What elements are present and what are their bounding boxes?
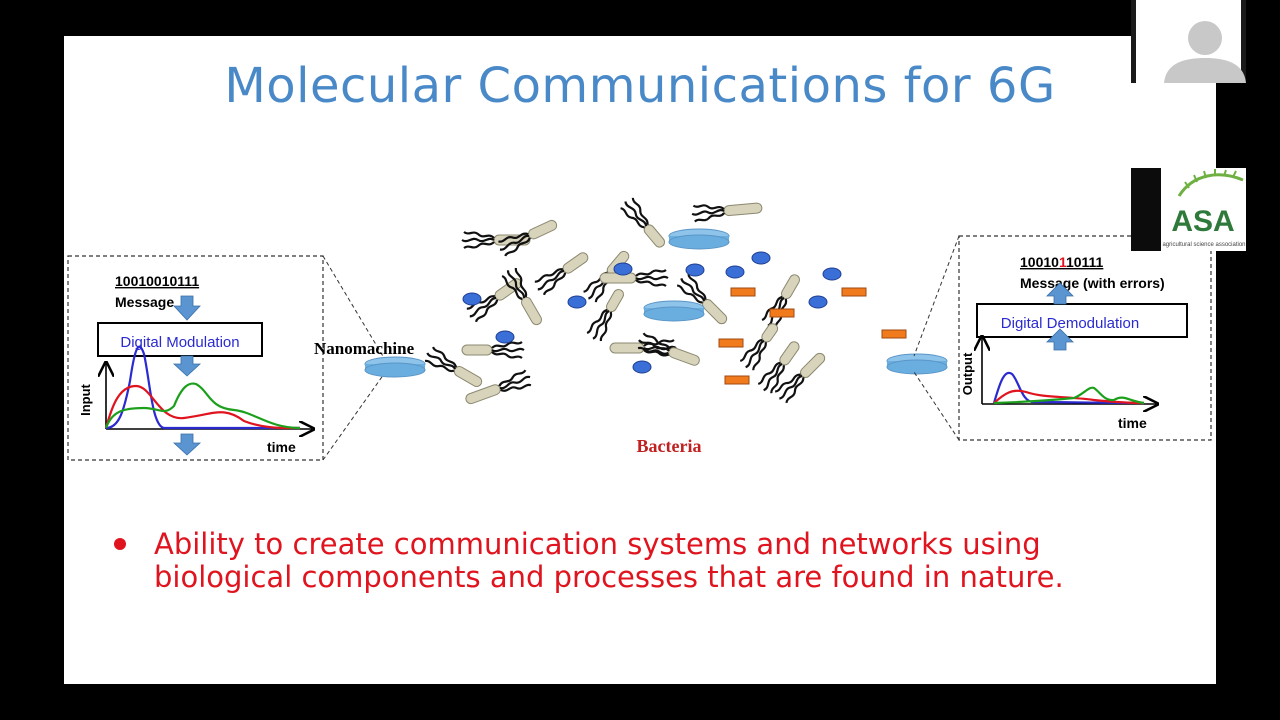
- bacterium-icon: [466, 278, 522, 323]
- receiver-panel: 10010110111 Message (with errors) Digita…: [958, 235, 1212, 441]
- bacterium-icon: [534, 252, 589, 296]
- bacterium-icon: [761, 274, 800, 329]
- molecule-icon: [751, 251, 771, 265]
- output-axis-label: Output: [960, 352, 975, 395]
- molecule-icon: [718, 338, 744, 348]
- nanomachine-label: Nanomachine: [314, 339, 415, 358]
- digital-modulation-label: Digital Modulation: [120, 334, 239, 351]
- bacteria-cluster: [424, 197, 907, 405]
- digital-demodulation-label: Digital Demodulation: [1001, 315, 1139, 332]
- transmitter-bits: 10010010111: [115, 273, 199, 289]
- presentation-slide: Molecular Communications for 6G 10010010…: [64, 36, 1216, 684]
- molecule-icon: [808, 295, 828, 309]
- transmitter-message-label: Message: [115, 294, 174, 310]
- slide-title: Molecular Communications for 6G: [224, 58, 1056, 114]
- bacteria-label: Bacteria: [637, 436, 702, 456]
- bacterium-icon: [501, 267, 542, 326]
- down-arrow-icon: [172, 355, 202, 377]
- transmitter-panel: 10010010111 Message Digital Modulation I…: [67, 255, 324, 461]
- asa-logo: ASA agricultural science association: [1131, 168, 1246, 251]
- bacterium-icon: [461, 231, 531, 249]
- bacterium-icon: [739, 323, 779, 371]
- molecule-icon: [462, 292, 482, 306]
- molecule-icon: [730, 287, 756, 297]
- bacterium-icon: [498, 219, 558, 257]
- input-axis-label: Input: [78, 383, 93, 415]
- bacterium-icon: [691, 202, 763, 223]
- molecule-icon: [495, 330, 515, 344]
- bacterium-icon: [637, 332, 700, 366]
- up-arrow-icon: [1046, 328, 1074, 351]
- bacterium-icon: [586, 289, 624, 342]
- molecule-icon: [841, 287, 867, 297]
- bacterium-icon: [465, 369, 532, 405]
- receiver-message-label: Message (with errors): [1020, 275, 1165, 291]
- molecule-icon: [632, 360, 652, 374]
- molecule-icon: [567, 295, 587, 309]
- bullet-icon: [114, 538, 126, 550]
- user-avatar-icon: [1131, 0, 1246, 83]
- bacterium-icon: [424, 346, 483, 387]
- molecule-icon: [685, 263, 705, 277]
- molecule-icon: [881, 329, 907, 339]
- participant-video-tile[interactable]: [1131, 0, 1246, 83]
- molecule-icon: [724, 375, 750, 385]
- bacterium-icon: [757, 341, 800, 394]
- molecule-icon: [769, 308, 795, 318]
- down-arrow-icon: [172, 433, 202, 456]
- up-arrow-icon: [1046, 282, 1074, 305]
- down-arrow-icon: [173, 295, 201, 321]
- svg-text:ASA: ASA: [1171, 205, 1234, 238]
- bullet-text: Ability to create communication systems …: [154, 527, 1064, 594]
- time-axis-label: time: [267, 439, 296, 455]
- bacterium-icon: [774, 352, 826, 404]
- molecule-icon: [613, 262, 633, 276]
- receiver-bits: 10010110111: [1020, 254, 1104, 270]
- time-axis-label: time: [1118, 415, 1147, 431]
- bacterium-icon: [620, 197, 665, 248]
- bacterium-icon: [461, 341, 525, 359]
- svg-text:agricultural science associati: agricultural science association: [1162, 242, 1245, 248]
- molecule-icon: [725, 265, 745, 279]
- molecular-communication-diagram: 10010010111 Message Digital Modulation I…: [67, 197, 1212, 461]
- molecule-icon: [822, 267, 842, 281]
- participant-logo-tile[interactable]: ASA agricultural science association: [1131, 168, 1246, 251]
- bacterium-icon: [599, 269, 669, 287]
